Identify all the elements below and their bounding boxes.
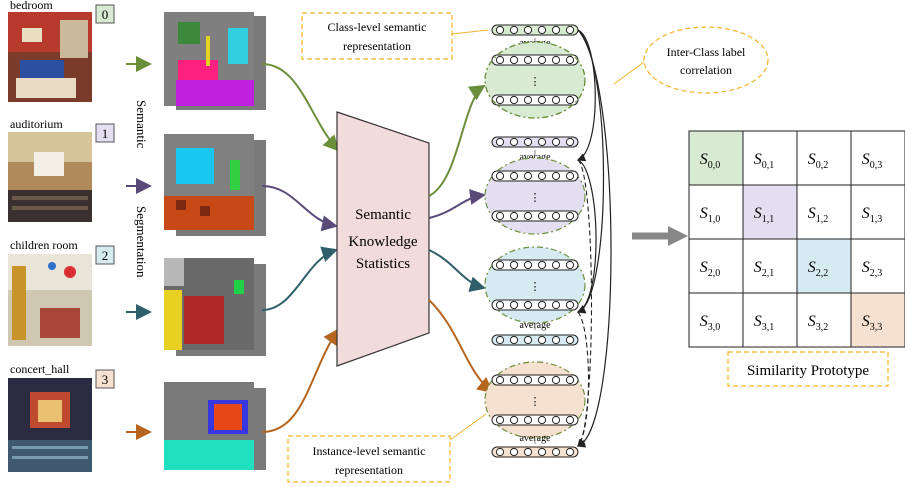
scene-photo-bedroom: [8, 12, 92, 102]
index-badge-1: 1: [95, 123, 115, 143]
matrix-cell-2-2: S2,2: [796, 238, 852, 294]
matrix-caption: Similarity Prototype: [727, 351, 889, 387]
instance-group-2-row-top: [491, 259, 579, 271]
class-row-0: [491, 24, 579, 36]
scene-photo-auditorium: [8, 132, 92, 222]
curve-stats-to-orange: [428, 299, 494, 394]
matrix-cell-2-0: S2,0: [688, 238, 744, 294]
instance-group-0-row-bottom: [491, 94, 579, 106]
instance-group-1-dots: ⋮: [530, 192, 541, 204]
svg-text:Class-level semantic: Class-level semantic: [328, 20, 427, 34]
curve-bedroom-to-stats: [261, 63, 340, 152]
class-row-3: [491, 446, 579, 458]
curve-stats-to-green: [428, 84, 486, 197]
curve-auditorium-to-stats: [261, 185, 338, 232]
matrix-cell-0-2: S0,2: [796, 130, 852, 186]
matrix-cell-3-0: S3,0: [688, 292, 744, 348]
instance-group-1-row-top: [491, 170, 579, 182]
matrix-caption-text: Similarity Prototype: [747, 363, 869, 379]
segmentation-label-line2: Segmentation: [134, 206, 149, 278]
curve-stats-to-teal: [428, 249, 486, 293]
instance-group-3-dots: ⋮: [530, 396, 541, 408]
instance-group-2-row-bottom: [491, 299, 579, 311]
matrix-cell-3-1: S3,1: [742, 292, 798, 348]
average-label-1: average: [519, 152, 551, 163]
svg-text:representation: representation: [343, 39, 411, 53]
instance-group-3-row-bottom: [491, 414, 579, 426]
matrix-cell-2-3: S2,3: [850, 238, 905, 294]
instance-group-3-row-top: [491, 374, 579, 386]
instance-level-callout: Instance-level semantic representation: [287, 413, 487, 483]
link-dashed-1: [577, 159, 593, 447]
scene-label-concert-hall: concert_hall: [10, 362, 70, 376]
index-badge-2: 2: [95, 245, 115, 265]
matrix-cell-0-3: S0,3: [850, 130, 905, 186]
statistics-block: [336, 111, 430, 367]
statistics-label-line3: Statistics: [356, 256, 410, 272]
inter-class-callout: Inter-Class label correlation: [613, 26, 769, 94]
link-solid-3: [576, 29, 612, 448]
statistics-label-line1: Semantic: [355, 207, 411, 223]
matrix-cell-0-1: S0,1: [742, 130, 798, 186]
scene-photo-children-room: [8, 254, 92, 346]
matrix-cell-3-3: S3,3: [850, 292, 905, 348]
class-row-1: [491, 136, 579, 148]
scene-label-bedroom: bedroom: [10, 0, 53, 12]
instance-group-0-dots: ⋮: [530, 76, 541, 88]
matrix-cell-1-3: S1,3: [850, 184, 905, 240]
segmentation-map-auditorium: [164, 134, 266, 236]
scene-label-children-room: children room: [10, 238, 78, 252]
link-dashed-2: [577, 311, 589, 447]
segmentation-map-children-room: [164, 258, 266, 356]
matrix-cell-1-0: S1,0: [688, 184, 744, 240]
matrix-cell-0-0: S0,0: [688, 130, 744, 186]
scene-photo-concert-hall: [8, 378, 92, 472]
instance-group-0-row-top: [491, 54, 579, 66]
segmentation-map-concert-hall: [164, 382, 266, 470]
matrix-cell-1-1: S1,1: [742, 184, 798, 240]
scene-label-auditorium: auditorium: [10, 117, 63, 131]
segmentation-map-bedroom: [164, 12, 266, 110]
big-gray-arrow: [632, 226, 688, 246]
link-solid-4: [576, 159, 597, 313]
curve-stats-to-purple: [428, 188, 486, 219]
instance-group-2-dots: ⋮: [530, 281, 541, 293]
matrix-cell-2-1: S2,1: [742, 238, 798, 294]
representation-layer: average⋮average⋮⋮average⋮average: [484, 24, 586, 458]
curve-children-to-stats: [261, 246, 338, 311]
link-solid-1: [576, 29, 596, 162]
matrix-cell-3-2: S3,2: [796, 292, 852, 348]
class-row-2: [491, 334, 579, 346]
svg-text:0: 0: [102, 7, 109, 22]
instance-group-1-row-bottom: [491, 210, 579, 222]
svg-text:correlation: correlation: [680, 63, 732, 77]
svg-text:representation: representation: [335, 463, 403, 477]
curve-concert-to-stats: [261, 328, 340, 433]
svg-text:1: 1: [102, 126, 109, 141]
segmentation-label-line1: Semantic: [134, 100, 149, 149]
svg-text:Inter-Class label: Inter-Class label: [667, 45, 746, 59]
svg-text:3: 3: [102, 372, 109, 387]
class-level-callout: Class-level semantic representation: [301, 12, 489, 60]
index-badge-3: 3: [95, 369, 115, 389]
matrix-cell-1-2: S1,2: [796, 184, 852, 240]
statistics-label-line2: Knowledge: [348, 234, 417, 250]
svg-text:Instance-level semantic: Instance-level semantic: [313, 444, 426, 458]
svg-text:2: 2: [102, 248, 109, 263]
index-badge-0: 0: [95, 4, 115, 24]
